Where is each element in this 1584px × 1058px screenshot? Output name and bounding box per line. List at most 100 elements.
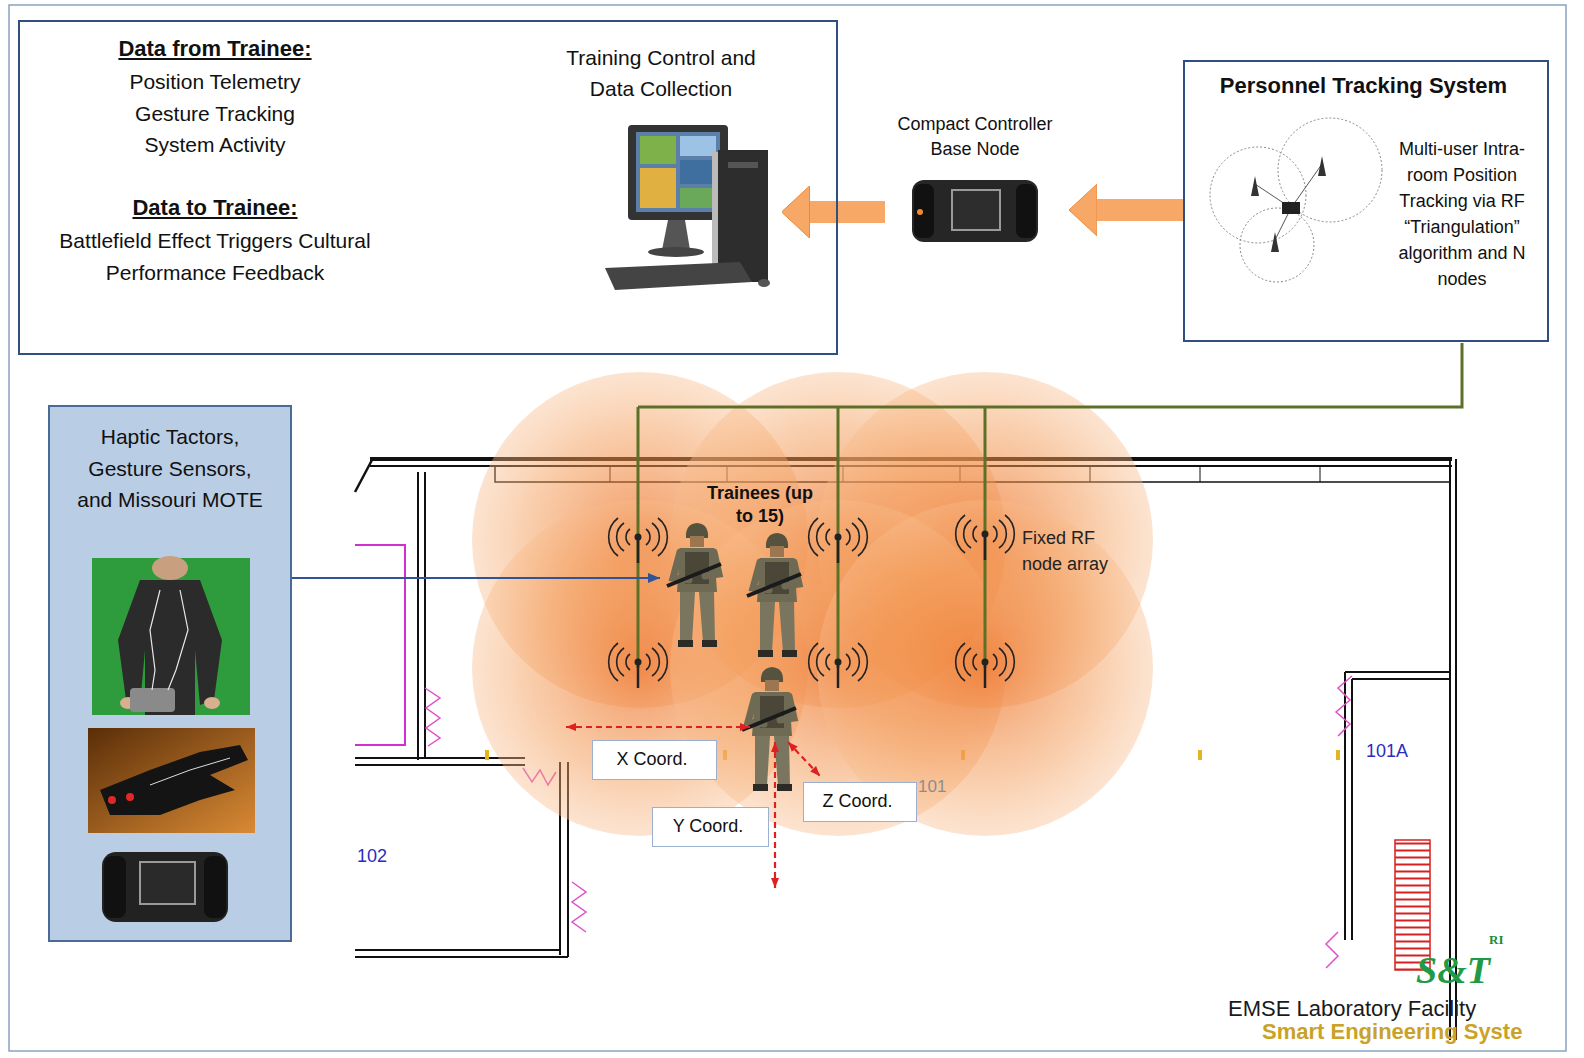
computer-icon — [680, 136, 716, 156]
computer-icon — [605, 125, 770, 290]
shirt-photo — [92, 558, 250, 715]
body-text: Multi-user Intra-room Position Tracking … — [1385, 136, 1539, 293]
floor-plan — [1344, 672, 1346, 940]
room-number: 101A — [1366, 741, 1408, 763]
floor-plan — [572, 882, 586, 932]
logo-text: RI — [1489, 932, 1503, 948]
floor-plan — [355, 460, 372, 492]
shirt-photo — [204, 697, 220, 709]
lab-name: Smart Engineering Syste — [1262, 1019, 1522, 1045]
facility-name: EMSE Laboratory Facility — [1228, 996, 1476, 1022]
heading-text: Personnel Tracking System — [1185, 72, 1542, 101]
rf-antenna — [809, 643, 868, 688]
triangulation-sketch — [1318, 156, 1326, 176]
rf-antenna — [609, 643, 668, 688]
data-flow-arrow — [810, 201, 886, 223]
triangulation-sketch — [1210, 118, 1382, 282]
base-node-device — [912, 180, 1038, 242]
heading-text: Data from Trainee: — [65, 34, 365, 65]
body-text: Haptic Tactors, Gesture Sensors, and Mis… — [70, 421, 270, 516]
coordinate-arrow — [566, 726, 750, 728]
rf-wiring — [638, 343, 1462, 407]
glove-photo — [88, 728, 255, 833]
hardware-box: Haptic Tactors, Gesture Sensors, and Mis… — [48, 405, 292, 942]
heading-text: Trainees (up to 15) — [700, 482, 820, 529]
rf-antenna — [809, 518, 868, 563]
array-label: Fixed RF node array — [1022, 525, 1132, 577]
mote-device — [102, 852, 228, 922]
base-node-device — [912, 180, 1038, 242]
body-text: Compact Controller Base Node — [885, 112, 1065, 162]
base-node: Compact Controller Base Node — [885, 110, 1069, 245]
floor-plan — [1326, 932, 1338, 968]
shirt-photo — [92, 556, 250, 715]
soldier-figure — [747, 533, 801, 657]
base-node-device — [917, 209, 923, 215]
shirt-photo — [152, 556, 188, 580]
computer-icon — [640, 136, 676, 164]
soldier-figure — [742, 667, 796, 791]
hardware-panel-fill — [49, 406, 291, 941]
computer-station: Training Control and Data Collection — [545, 36, 782, 301]
triangulation-sketch — [1282, 202, 1300, 214]
computer-icon — [605, 262, 752, 290]
floor-plan — [1200, 466, 1201, 482]
computer-icon — [718, 150, 768, 282]
logo-text: S&T — [1416, 948, 1490, 994]
body-text: Training Control and Data Collection — [545, 42, 778, 105]
computer-icon — [728, 162, 758, 168]
rf-antenna — [609, 518, 668, 563]
computer-icon — [636, 132, 720, 212]
base-node-device — [1016, 184, 1036, 238]
shirt-photo — [118, 580, 222, 715]
coordinate-box: Z Coord. — [803, 782, 917, 822]
mote-device — [104, 856, 126, 918]
coordinate-box: X Coord. — [592, 740, 717, 780]
mote-device — [102, 852, 228, 922]
coordinate-arrow — [788, 742, 820, 776]
triangulation-sketch — [1291, 164, 1322, 208]
rf-antenna — [956, 643, 1015, 688]
floor-plan — [355, 764, 525, 766]
body-text: Y Coord. — [653, 816, 763, 838]
triangulation-sketch — [1251, 176, 1259, 196]
rf-antenna — [609, 515, 1015, 688]
trainee-group: Trainees (up to 15) — [660, 480, 860, 600]
data-flow-arrow — [1097, 199, 1183, 221]
coordinate-box: Y Coord. — [652, 807, 769, 847]
shirt-photo — [130, 688, 175, 712]
mote-device — [204, 856, 226, 918]
heading-text: Data to Trainee: — [65, 193, 365, 224]
base-node-device — [952, 190, 1000, 230]
triangulation-sketch — [1271, 232, 1279, 252]
computer-icon — [662, 220, 690, 250]
glove-photo — [100, 745, 248, 815]
floor-plan — [424, 472, 426, 758]
shirt-photo — [150, 590, 160, 690]
floor-plan — [355, 545, 405, 745]
rf-wiring — [638, 343, 1462, 668]
floor-plan — [355, 949, 560, 951]
floor-plan — [1351, 679, 1353, 940]
room-number: 102 — [357, 846, 387, 868]
triangulation-sketch — [1210, 147, 1306, 243]
page-frame — [9, 5, 1566, 1051]
shirt-photo — [168, 590, 188, 690]
floor-plan — [1320, 466, 1321, 482]
floor-plan — [485, 750, 489, 760]
info-panel: Training Control and Data CollectionData… — [18, 20, 838, 355]
link-arrow — [292, 577, 660, 579]
body-text: Position Telemetry Gesture Tracking Syst… — [102, 66, 328, 161]
body-text: Battlefield Effect Triggers Cultural Per… — [50, 225, 380, 288]
computer-icon — [758, 279, 770, 287]
glove-photo — [88, 728, 255, 833]
floor-plan — [1345, 671, 1450, 673]
soldier-figure — [667, 523, 721, 647]
floor-plan — [1198, 750, 1202, 760]
glove-photo — [126, 793, 134, 801]
floor-plan — [1352, 678, 1450, 680]
computer-icon — [680, 160, 716, 184]
